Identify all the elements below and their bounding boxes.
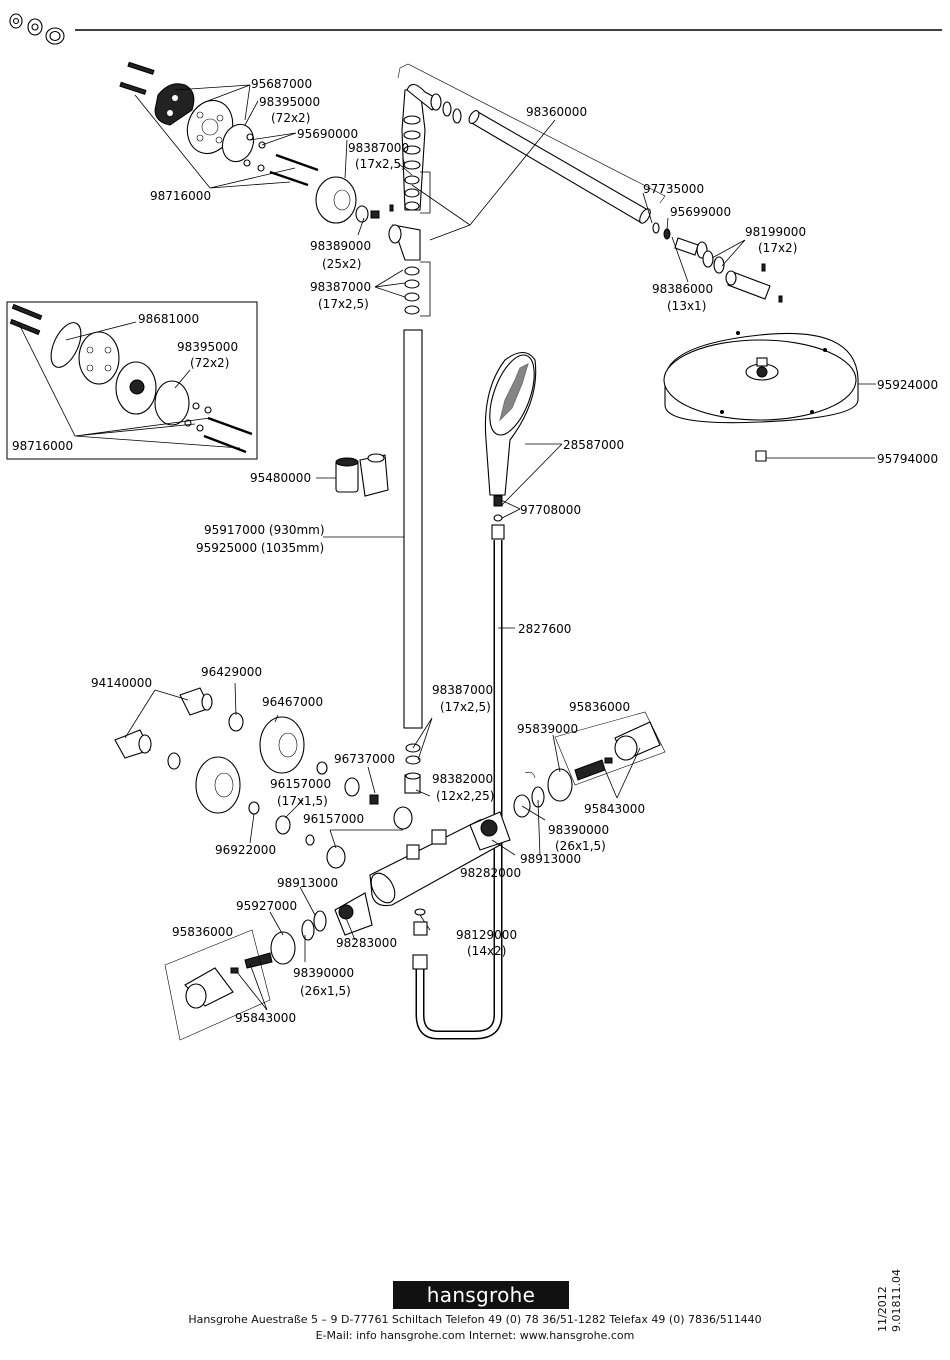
label-98386000-size: (13x1) bbox=[667, 299, 706, 313]
label-98716000-top: 98716000 bbox=[150, 189, 211, 203]
nuts-washer-icon bbox=[9, 13, 65, 45]
label-98283000: 98283000 bbox=[336, 936, 397, 950]
label-95927000: 95927000 bbox=[236, 899, 297, 913]
label-96157000-a-size: (17x1,5) bbox=[277, 794, 328, 808]
label-98390000-left-size: (26x1,5) bbox=[300, 984, 351, 998]
wall-bracket-assembly bbox=[119, 61, 666, 317]
shower-hose bbox=[412, 540, 515, 1040]
label-98360000: 98360000 bbox=[526, 105, 587, 119]
label-96737000: 96737000 bbox=[334, 752, 395, 766]
label-95836000-right: 95836000 bbox=[569, 700, 630, 714]
hand-shower bbox=[484, 351, 563, 540]
label-98387000-low-size: (17x2,5) bbox=[440, 700, 491, 714]
label-98390000-right: 98390000 bbox=[548, 823, 609, 837]
label-98389000-size: (25x2) bbox=[322, 257, 361, 271]
label-98382000-size: (12x2,25) bbox=[436, 789, 494, 803]
label-95836000-left: 95836000 bbox=[172, 925, 233, 939]
label-95924000: 95924000 bbox=[877, 378, 938, 392]
label-98129000: 98129000 bbox=[456, 928, 517, 942]
label-96922000: 96922000 bbox=[215, 843, 276, 857]
label-95794000: 95794000 bbox=[877, 452, 938, 466]
label-97735000: 97735000 bbox=[643, 182, 704, 196]
label-98681000: 98681000 bbox=[138, 312, 199, 326]
label-98390000-left: 98390000 bbox=[293, 966, 354, 980]
label-98387000-low: 98387000 bbox=[432, 683, 493, 697]
logo-text: hansgrohe bbox=[426, 1283, 536, 1307]
label-95917000: 95917000 (930mm) bbox=[204, 523, 325, 537]
label-95699000: 95699000 bbox=[670, 205, 731, 219]
label-98199000: 98199000 bbox=[745, 225, 806, 239]
label-95687000: 95687000 bbox=[251, 77, 312, 91]
label-98199000-size: (17x2) bbox=[758, 241, 797, 255]
label-98913000-left: 98913000 bbox=[277, 876, 338, 890]
document-date: 11/2012 bbox=[876, 1286, 889, 1332]
label-98716000-inset: 98716000 bbox=[12, 439, 73, 453]
label-98382000: 98382000 bbox=[432, 772, 493, 786]
label-28587000: 28587000 bbox=[563, 438, 624, 452]
label-2827600: 2827600 bbox=[518, 622, 571, 636]
label-96157000-b: 96157000 bbox=[303, 812, 364, 826]
riser-pipe bbox=[323, 329, 423, 729]
part-labels: 95687000 98395000 (72x2) 95690000 983870… bbox=[12, 77, 938, 1025]
label-94140000: 94140000 bbox=[91, 676, 152, 690]
label-98387000-mid-size: (17x2,5) bbox=[318, 297, 369, 311]
alternative-bracket-inset bbox=[6, 301, 258, 460]
wall-connection-parts bbox=[114, 682, 413, 869]
label-98395000-inset: 98395000 bbox=[177, 340, 238, 354]
shower-arm-assembly bbox=[411, 110, 783, 303]
label-96157000-a: 96157000 bbox=[270, 777, 331, 791]
footer-contact: E-Mail: info hansgrohe.com Internet: www… bbox=[315, 1329, 635, 1342]
label-98389000: 98389000 bbox=[310, 239, 371, 253]
footer-address: Hansgrohe Auestraße 5 – 9 D-77761 Schilt… bbox=[188, 1313, 762, 1326]
label-98387000-mid: 98387000 bbox=[310, 280, 371, 294]
label-97708000: 97708000 bbox=[520, 503, 581, 517]
label-96467000: 96467000 bbox=[262, 695, 323, 709]
label-98395000-top-size: (72x2) bbox=[271, 111, 310, 125]
label-95925000: 95925000 (1035mm) bbox=[196, 541, 324, 555]
overhead-shower bbox=[663, 331, 876, 462]
hansgrohe-logo: hansgrohe bbox=[393, 1281, 569, 1309]
label-98386000: 98386000 bbox=[652, 282, 713, 296]
label-95839000: 95839000 bbox=[517, 722, 578, 736]
label-98129000-size: (14x2) bbox=[467, 944, 506, 958]
document-number: 9.01811.04 bbox=[890, 1269, 903, 1332]
label-98282000: 98282000 bbox=[460, 866, 521, 880]
label-98395000-inset-size: (72x2) bbox=[190, 356, 229, 370]
label-95480000: 95480000 bbox=[250, 471, 311, 485]
label-98913000-right: 98913000 bbox=[520, 852, 581, 866]
label-98390000-right-size: (26x1,5) bbox=[555, 839, 606, 853]
label-95690000: 95690000 bbox=[297, 127, 358, 141]
label-98387000-top: 98387000 bbox=[348, 141, 409, 155]
label-95843000-right: 95843000 bbox=[584, 802, 645, 816]
label-95843000-left: 95843000 bbox=[235, 1011, 296, 1025]
riser-fittings bbox=[404, 717, 433, 797]
slide-holder bbox=[316, 453, 389, 497]
document-number-block: 11/2012 9.01811.04 bbox=[876, 1232, 912, 1332]
thermostat-mixer bbox=[164, 711, 666, 1041]
label-98395000-top: 98395000 bbox=[259, 95, 320, 109]
label-98387000-top-size: (17x2,5) bbox=[355, 157, 406, 171]
label-96429000: 96429000 bbox=[201, 665, 262, 679]
